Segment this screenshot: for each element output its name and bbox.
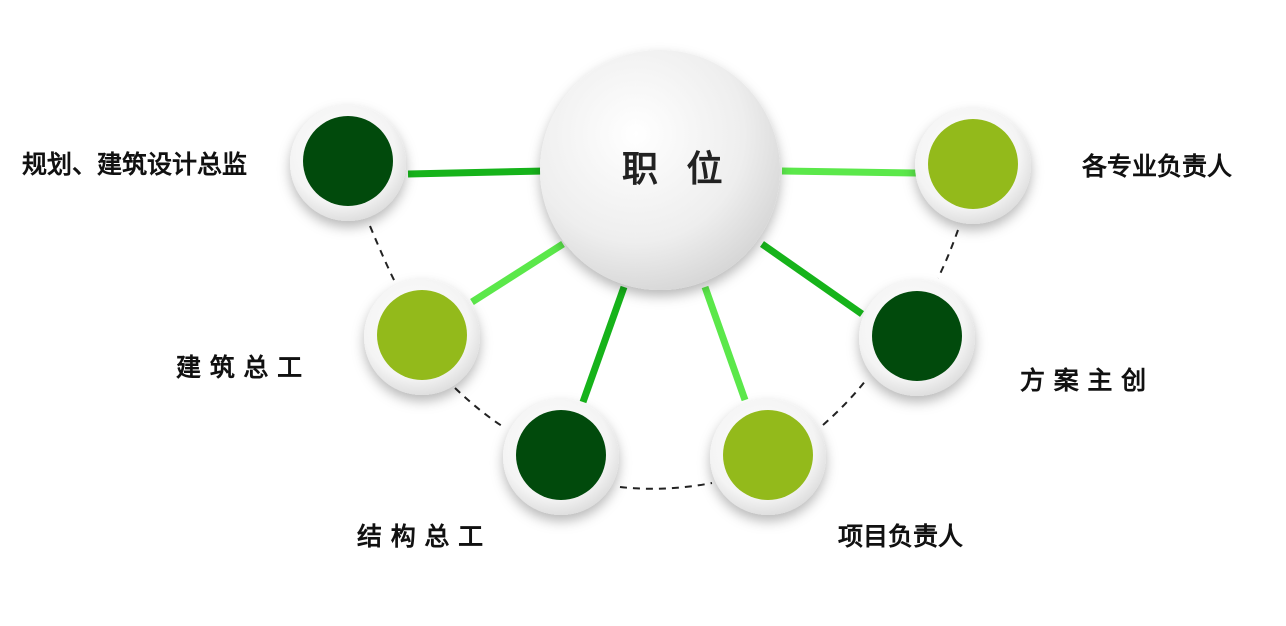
node-4	[710, 399, 826, 515]
node-3-label: 结 构 总 工	[357, 522, 484, 551]
dashed-link-5-6	[937, 229, 959, 279]
spoke-node-2	[470, 241, 565, 305]
node-1	[290, 105, 406, 221]
dashed-link-3-4	[619, 482, 713, 490]
node-1-disc	[303, 116, 393, 206]
node-4-label: 项目负责人	[838, 522, 964, 551]
spokes	[407, 167, 917, 404]
spoke-node-1	[407, 167, 546, 178]
spoke-node-5	[759, 241, 865, 317]
node-2	[364, 279, 480, 395]
dashed-link-1-2	[369, 225, 396, 283]
node-6	[915, 108, 1031, 224]
spoke-node-4	[701, 285, 749, 402]
node-5-label: 方 案 主 创	[1020, 366, 1147, 395]
node-1-label: 规划、建筑设计总监	[22, 150, 248, 179]
node-6-label: 各专业负责人	[1082, 152, 1233, 181]
spoke-node-3	[579, 285, 628, 404]
spoke-node-6	[781, 167, 917, 177]
center-label: 职 位	[622, 149, 731, 190]
node-4-disc	[723, 410, 813, 500]
node-5-disc	[872, 291, 962, 381]
node-5	[859, 280, 975, 396]
dashed-connectors	[369, 225, 959, 490]
node-3	[503, 399, 619, 515]
dashed-link-4-5	[822, 379, 867, 426]
node-3-disc	[516, 410, 606, 500]
node-2-label: 建 筑 总 工	[176, 353, 303, 382]
center-node	[540, 50, 780, 290]
node-6-disc	[928, 119, 1018, 209]
node-2-disc	[377, 290, 467, 380]
dashed-link-2-3	[454, 387, 506, 429]
